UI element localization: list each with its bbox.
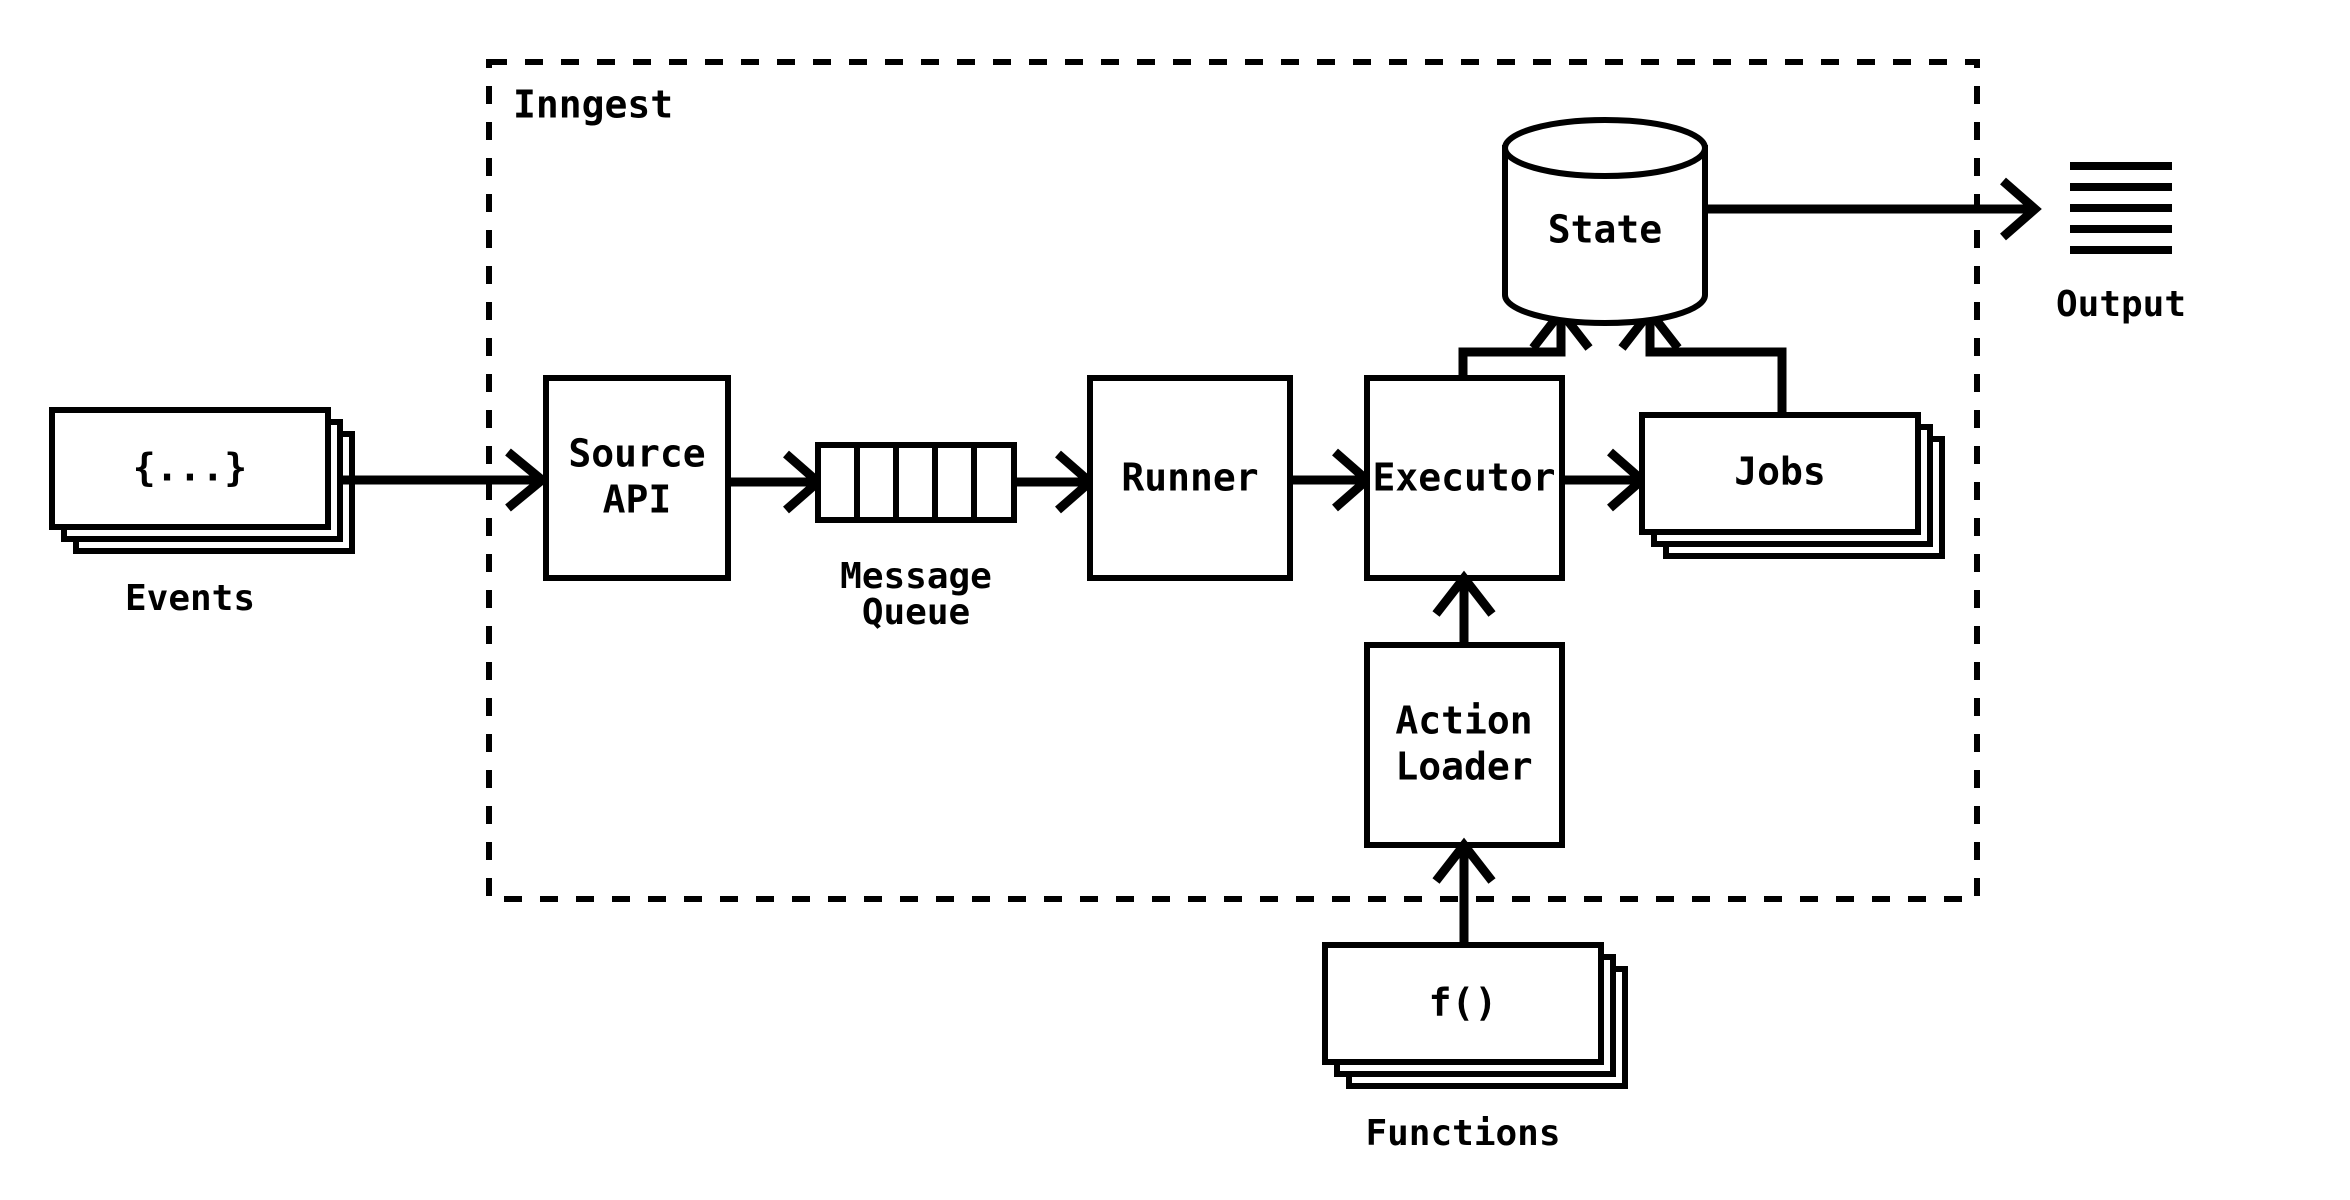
message-queue-caption-line1: Message	[840, 556, 992, 597]
action-loader-node[interactable]: Action Loader	[1364, 642, 1565, 848]
edge-functions-to-action-loader	[1432, 837, 1496, 945]
inngest-boundary: Inngest	[486, 59, 1980, 902]
functions-node[interactable]: f() Functions	[1322, 942, 1628, 1154]
jobs-node[interactable]: Jobs	[1639, 412, 1945, 559]
events-caption: Events	[125, 578, 255, 619]
edge-functions-arrowhead	[1432, 837, 1496, 884]
edge-state-output-arrowhead	[2000, 177, 2042, 241]
message-queue-node[interactable]: Message Queue	[815, 442, 1017, 633]
message-queue-caption-line2: Queue	[862, 592, 970, 633]
action-loader-label-line1: Action	[1395, 699, 1532, 743]
edge-state-to-output	[1703, 177, 2042, 241]
message-queue-box	[815, 442, 1017, 523]
state-cylinder-body	[1502, 145, 1708, 326]
events-card-front	[49, 407, 331, 530]
edge-jobs-to-state	[1618, 304, 1787, 415]
events-node[interactable]: {...} Events	[49, 407, 355, 619]
action-loader-box	[1364, 642, 1565, 848]
executor-node[interactable]: Executor	[1364, 375, 1565, 581]
edge-executor-to-jobs	[1562, 448, 1649, 512]
source-api-label-line2: API	[603, 478, 672, 522]
executor-label: Executor	[1372, 456, 1555, 500]
runner-node[interactable]: Runner	[1087, 375, 1293, 581]
functions-caption: Functions	[1365, 1113, 1560, 1154]
edge-runner-to-executor	[1290, 448, 1374, 512]
edge-executor-state-path	[1458, 318, 1566, 378]
state-node[interactable]: State	[1502, 117, 1708, 326]
state-label: State	[1548, 208, 1662, 252]
output-node[interactable]: Output	[2056, 162, 2186, 325]
inngest-boundary-rect	[486, 59, 1980, 902]
jobs-card-front	[1639, 412, 1921, 535]
state-cylinder-top	[1502, 117, 1708, 179]
functions-card-front	[1322, 942, 1604, 1065]
edge-source-api-to-queue	[728, 450, 825, 514]
edge-events-to-source-api	[340, 448, 550, 512]
output-caption: Output	[2056, 284, 2186, 325]
edge-action-loader-arrowhead	[1432, 570, 1496, 617]
jobs-label: Jobs	[1734, 450, 1826, 494]
source-api-node[interactable]: Source API	[543, 375, 731, 581]
edge-queue-to-runner	[1014, 450, 1097, 514]
runner-box	[1087, 375, 1293, 581]
action-loader-label-line2: Loader	[1395, 745, 1532, 789]
edge-action-loader-to-executor	[1432, 570, 1496, 645]
functions-card-label: f()	[1429, 981, 1498, 1025]
edge-events-arrowhead	[505, 448, 550, 512]
source-api-label-line1: Source	[568, 432, 705, 476]
edge-jobs-state-path	[1645, 318, 1787, 415]
inngest-boundary-label: Inngest	[513, 83, 673, 127]
runner-label: Runner	[1121, 456, 1258, 500]
events-card-label: {...}	[133, 446, 247, 490]
